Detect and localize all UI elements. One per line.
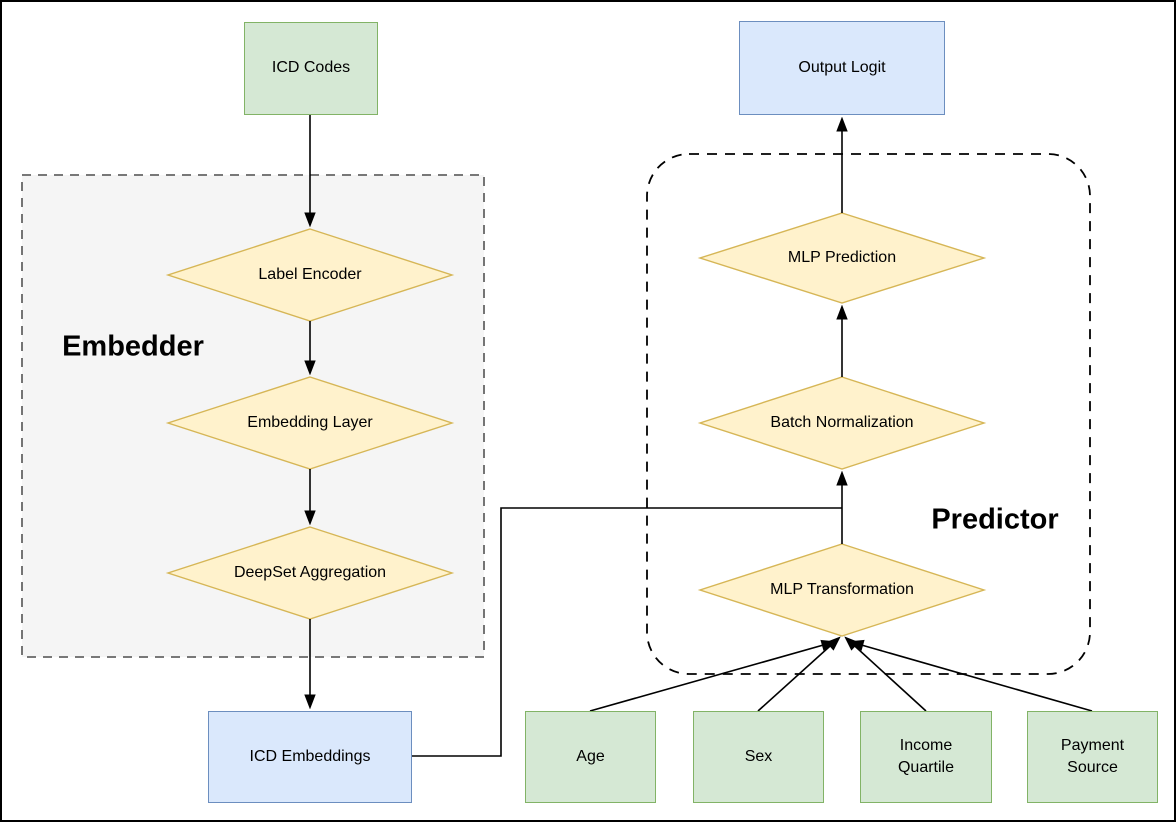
node-age: Age	[525, 711, 656, 803]
node-output-logit: Output Logit	[739, 21, 945, 115]
node-label: ICD Embeddings	[249, 747, 371, 765]
batch-normalization-diamond	[697, 376, 987, 470]
arrow-payment-source-to-mlp-transformation	[851, 642, 1093, 712]
node-label: Output Logit	[798, 58, 886, 76]
mlp-transformation-diamond	[697, 543, 987, 637]
node-payment-source: Payment Source	[1027, 711, 1158, 803]
node-label: Age	[576, 747, 605, 765]
node-label: Payment Source	[1060, 736, 1125, 776]
node-label: Sex	[744, 747, 773, 765]
node-sex: Sex	[693, 711, 824, 803]
embedder-group-title: Embedder	[62, 330, 204, 363]
node-label: ICD Codes	[271, 59, 351, 77]
mlp-prediction-diamond	[697, 212, 987, 304]
node-income-quartile: Income Quartile	[860, 711, 992, 803]
arrow-age-to-mlp-transformation	[589, 642, 834, 712]
predictor-group-box	[646, 153, 1091, 675]
node-icd-codes: ICD Codes	[244, 22, 378, 115]
node-icd-embeddings: ICD Embeddings	[208, 711, 412, 803]
node-label: Income Quartile	[897, 736, 955, 776]
predictor-group-title: Predictor	[931, 503, 1059, 536]
arrow-sex-to-mlp-transformation	[757, 638, 839, 712]
connector-icd-embeddings-to-predictor	[412, 507, 842, 757]
